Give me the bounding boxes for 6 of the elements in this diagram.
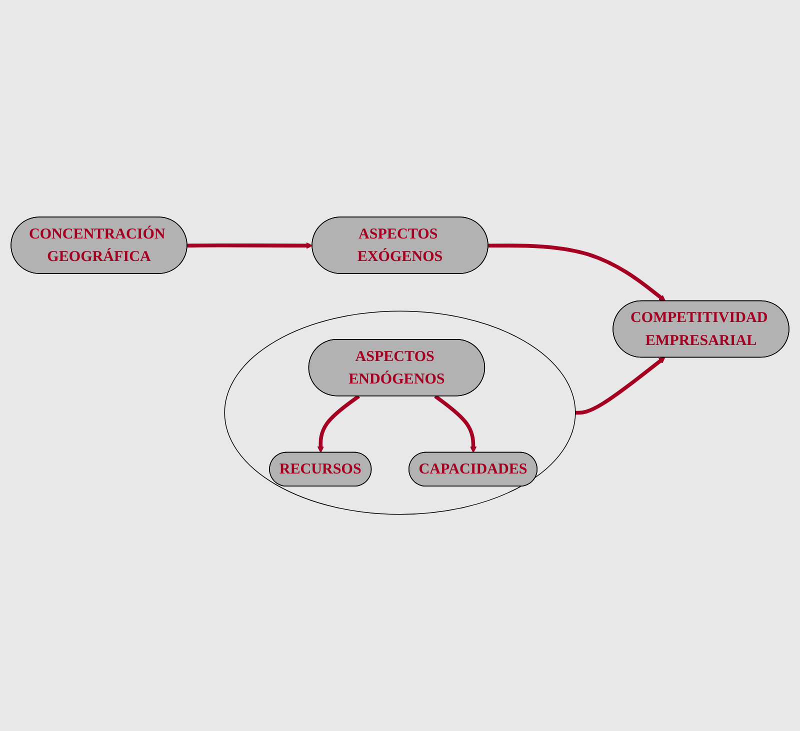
arrow [187, 242, 313, 249]
arrow [317, 394, 360, 453]
arrow [434, 394, 477, 453]
cluster [224, 310, 576, 515]
arrow [488, 243, 666, 302]
arrow [575, 356, 666, 414]
